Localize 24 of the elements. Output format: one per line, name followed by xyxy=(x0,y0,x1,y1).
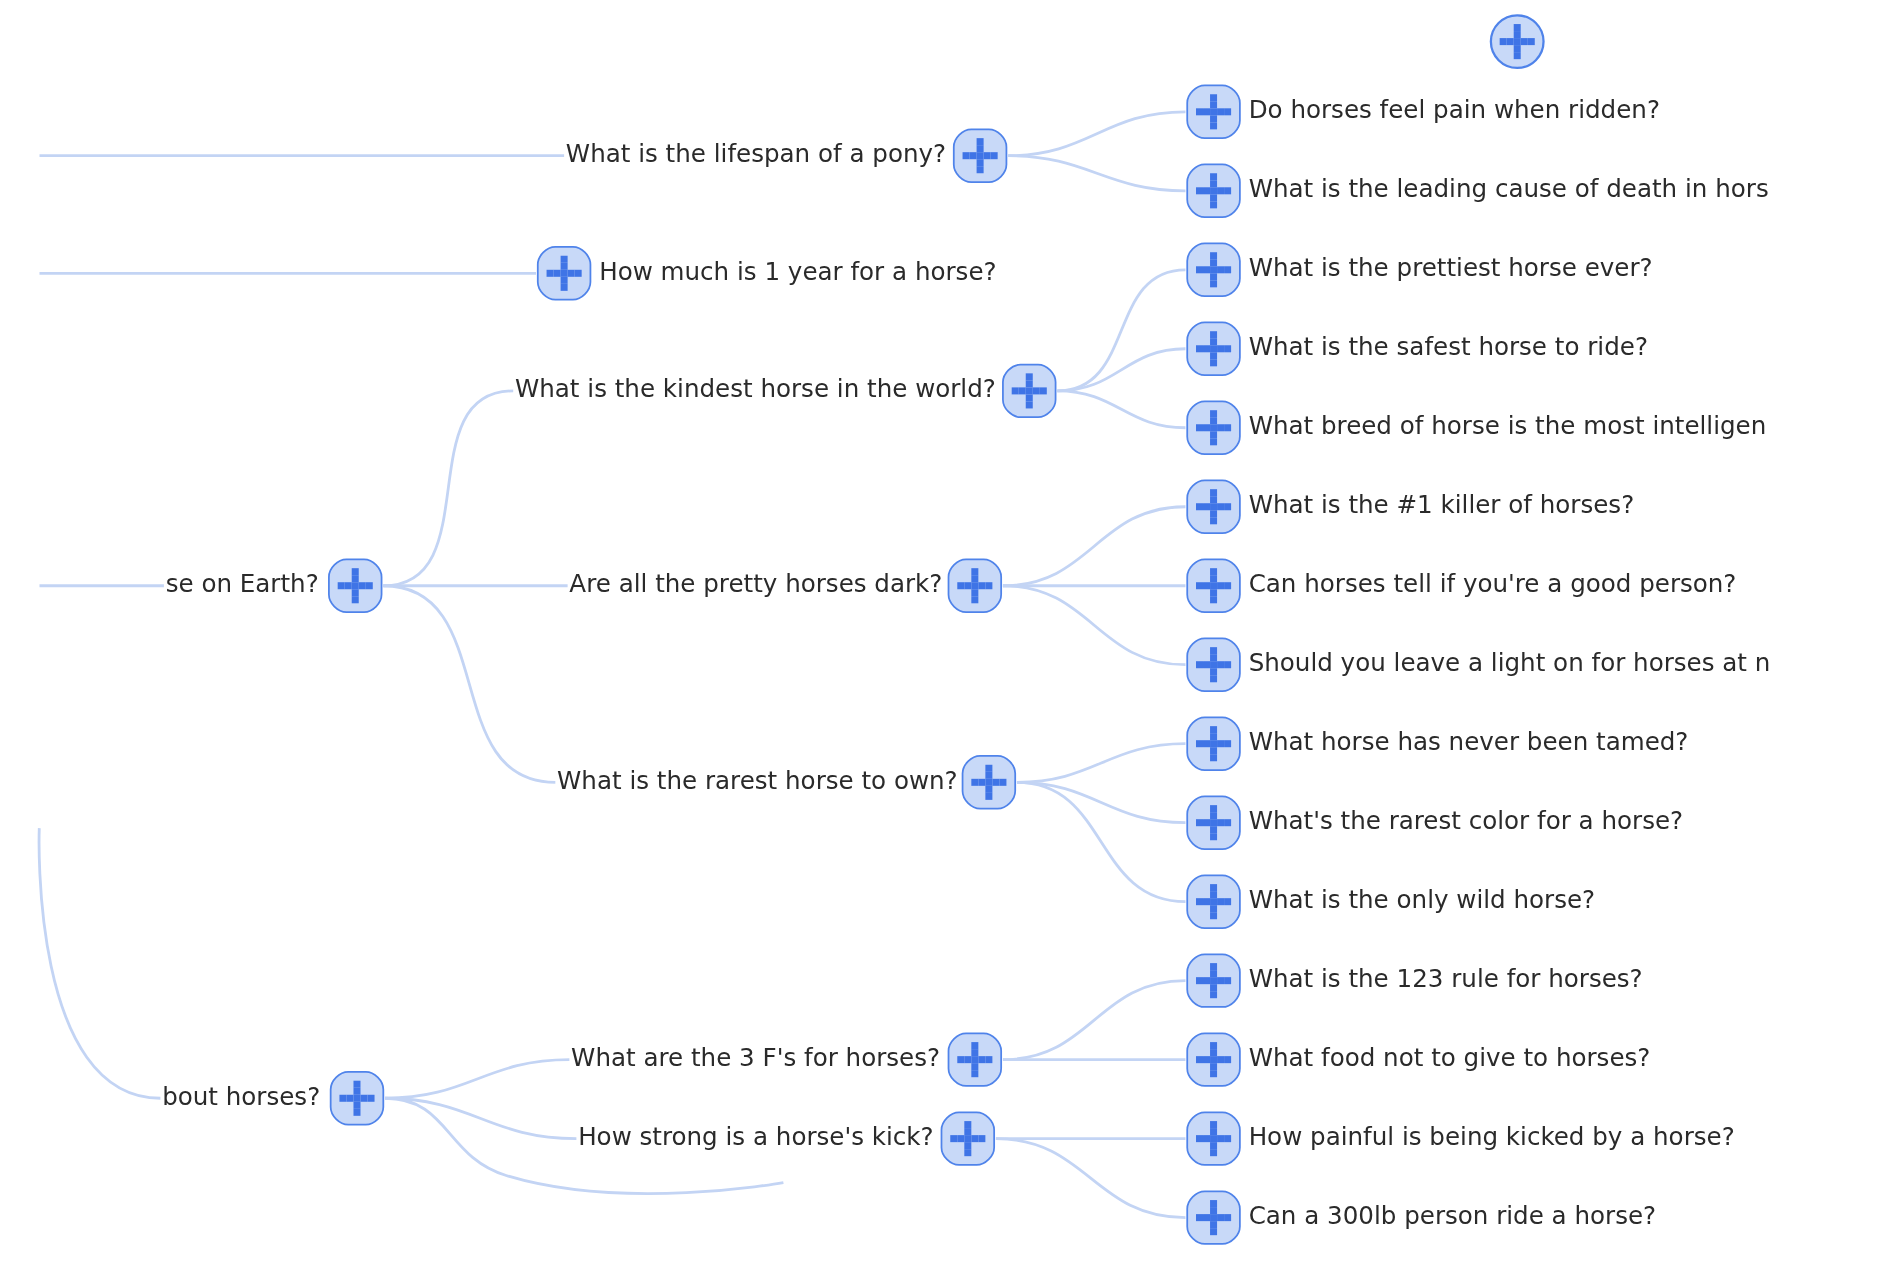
node-label: What food not to give to horses? xyxy=(1248,1043,1651,1073)
node-label: Can a 300lb person ride a horse? xyxy=(1248,1201,1657,1231)
node-label: Do horses feel pain when ridden? xyxy=(1248,95,1660,125)
node-label: What is the prettiest horse ever? xyxy=(1248,253,1653,283)
node-label: What are the 3 F's for horses? xyxy=(571,1043,941,1073)
node-label: What is the rarest horse to own? xyxy=(557,765,958,795)
node-label: bout horses? xyxy=(162,1081,321,1111)
node-label: How much is 1 year for a horse? xyxy=(599,256,997,286)
node-label: Should you leave a light on for horses at n xyxy=(1248,648,1771,678)
node-label: se on Earth? xyxy=(165,569,319,599)
node-label: Can horses tell if you're a good person? xyxy=(1248,569,1737,599)
node-label: What breed of horse is the most intelligen xyxy=(1248,411,1767,441)
node-label: What is the only wild horse? xyxy=(1248,885,1596,915)
node-label: What is the #1 killer of horses? xyxy=(1248,490,1635,520)
node-label: How painful is being kicked by a horse? xyxy=(1248,1122,1735,1152)
node-label: What is the lifespan of a pony? xyxy=(565,139,947,169)
node-label: How strong is a horse's kick? xyxy=(578,1122,934,1152)
node-label: What is the 123 rule for horses? xyxy=(1248,964,1643,994)
node-label: What is the safest horse to ride? xyxy=(1248,332,1648,362)
node-label: What is the leading cause of death in hors xyxy=(1248,174,1769,204)
node-label: What's the rarest color for a horse? xyxy=(1248,806,1684,836)
node-label: Are all the pretty horses dark? xyxy=(569,569,943,599)
node-label: What is the kindest horse in the world? xyxy=(514,374,996,404)
node-label: What horse has never been tamed? xyxy=(1248,727,1689,757)
